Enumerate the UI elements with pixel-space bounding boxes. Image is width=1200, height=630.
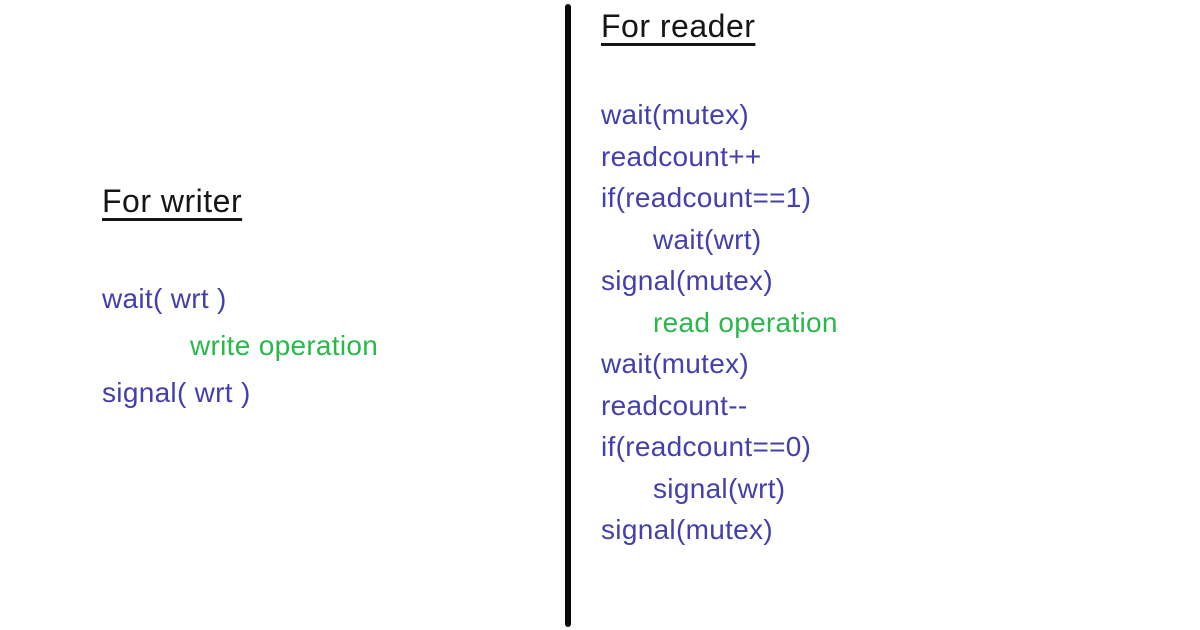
code-line: wait(mutex) (601, 348, 749, 379)
writer-code-block: wait( wrt ) write operation signal( wrt … (102, 275, 532, 416)
code-line: wait( wrt ) (102, 283, 227, 314)
column-divider-line (565, 4, 571, 627)
code-line: readcount-- (601, 389, 748, 421)
reader-section: For reader wait(mutex) readcount++ if(re… (601, 8, 837, 545)
code-line: signal( wrt ) (102, 377, 251, 408)
code-line: read operation (653, 306, 838, 338)
code-line: readcount++ (601, 140, 762, 172)
code-line: if(readcount==0) (601, 431, 812, 462)
reader-code-block: wait(mutex) readcount++ if(readcount==1)… (601, 94, 1031, 551)
code-line: if(readcount==1) (601, 182, 812, 213)
code-line: signal(mutex) (601, 514, 773, 545)
code-line: signal(wrt) (653, 472, 786, 504)
writer-section: For writer wait( wrt ) write operation s… (102, 183, 378, 408)
code-line: signal(mutex) (601, 265, 773, 296)
reader-heading: For reader (601, 8, 756, 44)
code-line: write operation (190, 330, 379, 361)
writer-heading: For writer (102, 183, 243, 219)
code-line: wait(wrt) (653, 223, 762, 255)
code-line: wait(mutex) (601, 99, 749, 130)
